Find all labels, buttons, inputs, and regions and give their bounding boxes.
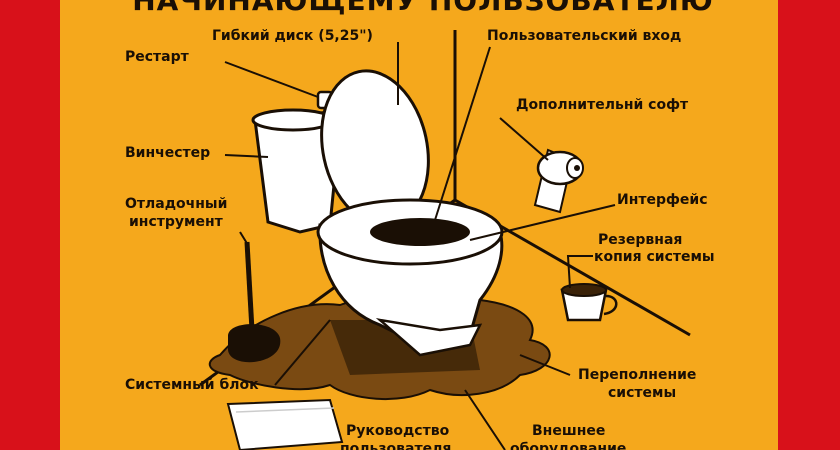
leader-external: [464, 389, 506, 450]
red-frame-right: [778, 0, 840, 450]
leader-restart: [224, 61, 319, 98]
leader-user-input: [434, 46, 491, 221]
label-external-1: Внешнее: [532, 423, 606, 439]
manual-paper-line: [235, 407, 335, 413]
label-hdd: Винчестер: [125, 145, 211, 161]
label-backup-2: копия системы: [594, 249, 715, 265]
red-frame-left: [0, 0, 60, 450]
label-backup-1: Резервная: [598, 232, 683, 248]
label-external-2: оборудование: [510, 441, 627, 450]
leader-interface: [469, 204, 616, 241]
label-user-input: Пользовательский вход: [487, 28, 682, 44]
leader-overflow: [519, 354, 571, 376]
leader-backup: [566, 255, 593, 289]
toilet-paper-hole: [574, 165, 580, 171]
cup-top: [561, 283, 607, 297]
label-debug-tool-1: Отладочный: [125, 196, 228, 212]
plunger-cup: [228, 324, 281, 363]
label-debug-tool-2: инструмент: [129, 214, 223, 230]
cup-handle: [603, 294, 618, 316]
poster-title: НАЧИНАЮЩЕМУ ПОЛЬЗОВАТЕЛЮ: [132, 0, 714, 17]
label-restart: Рестарт: [125, 49, 189, 65]
label-overflow-2: системы: [608, 385, 677, 401]
label-manual-1: Руководство: [346, 423, 450, 439]
leader-hdd: [224, 154, 269, 158]
plunger-handle: [244, 241, 255, 331]
leader-system-unit: [274, 319, 331, 386]
label-floppy: Гибкий диск (5,25"): [212, 28, 373, 44]
toilet-bowl-hole: [370, 218, 470, 246]
toilet-base: [375, 318, 483, 357]
label-overflow-1: Переполнение: [578, 367, 697, 383]
label-extra-soft: Дополнительнй софт: [516, 97, 689, 113]
label-system-unit: Системный блок: [125, 377, 259, 393]
leader-debug: [239, 231, 249, 246]
leader-extra-soft: [499, 117, 549, 161]
label-manual-2: пользователя: [340, 441, 452, 450]
manual-paper: [226, 398, 344, 450]
leader-lines: [224, 42, 616, 450]
label-interface: Интерфейс: [617, 192, 708, 208]
